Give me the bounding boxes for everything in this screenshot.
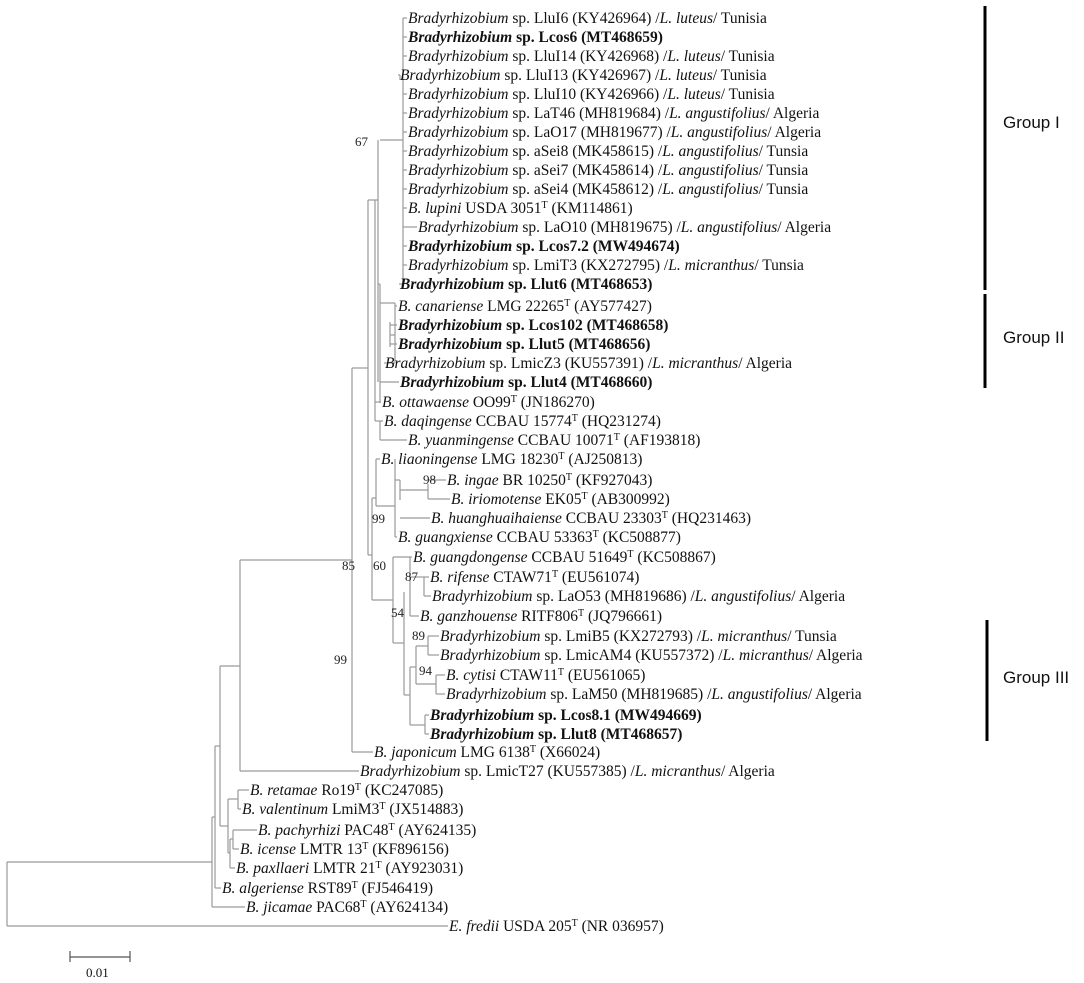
leaf-label: B. cytisi CTAW11T (EU561065) — [446, 667, 645, 685]
leaf-label: Bradyrhizobium sp. LaO17 (MH819677) /L. … — [408, 124, 821, 141]
leaf-label: B. japonicum LMG 6138T (X66024) — [374, 744, 600, 762]
group-label: Group I — [1003, 113, 1060, 132]
tree-branches — [6, 17, 450, 927]
leaf-label: Bradyrhizobium sp. LaO10 (MH819675) /L. … — [418, 219, 831, 236]
leaf-label: Bradyrhizobium sp. Llut6 (MT468653) — [399, 276, 652, 293]
group-label: Group II — [1003, 328, 1064, 347]
group-brackets: Group I Group II Group III — [983, 6, 1069, 741]
leaf-label: Bradyrhizobium sp. Lcos102 (MT468658) — [397, 317, 668, 334]
leaf-label: B. lupini USDA 3051T (KM114861) — [408, 200, 633, 218]
leaf-label: B. yuanmingense CCBAU 10071T (AF193818) — [408, 432, 700, 450]
leaf-label: Bradyrhizobium sp. Llut8 (MT468657) — [429, 726, 682, 743]
bootstrap-value: 60 — [373, 558, 386, 573]
leaf-label: B. daqingense CCBAU 15774T (HQ231274) — [384, 413, 661, 431]
leaf-label: B. algeriense RST89T (FJ546419) — [222, 880, 433, 898]
leaf-label: E. fredii USDA 205T (NR 036957) — [448, 918, 664, 936]
bootstrap-values: 67 98 99 60 85 87 54 89 94 99 — [334, 134, 436, 678]
leaf-label: Bradyrhizobium sp. LmicT27 (KU557385) /L… — [360, 763, 775, 780]
scale-bar: 0.01 — [69, 951, 131, 980]
leaf-label: Bradyrhizobium sp. LmicAM4 (KU557372) /L… — [440, 647, 863, 664]
leaf-label: B. liaoningense LMG 18230T (AJ250813) — [381, 451, 642, 469]
leaf-label: B. iriomotense EK05T (AB300992) — [451, 491, 670, 509]
leaf-label: Bradyrhizobium sp. aSei7 (MK458614) /L. … — [408, 162, 808, 179]
group-label: Group III — [1003, 668, 1069, 687]
bootstrap-value: 54 — [391, 605, 405, 620]
leaf-label: B. ganzhouense RITF806T (JQ796661) — [420, 608, 662, 626]
bootstrap-value: 99 — [372, 511, 385, 526]
leaf-label: Bradyrhizobium sp. Llut4 (MT468660) — [399, 374, 652, 391]
leaf-label: Bradyrhizobium sp. LmiB5 (KX272793) /L. … — [440, 628, 837, 645]
leaf-label: Bradyrhizobium sp. aSei4 (MK458612) /L. … — [408, 181, 808, 198]
leaf-label: Bradyrhizobium sp. LaO53 (MH819686) /L. … — [432, 588, 845, 605]
leaf-label: B. ottawaense OO99T (JN186270) — [382, 394, 595, 412]
leaf-label: Bradyrhizobium sp. Lcos8.1 (MW494669) — [429, 707, 702, 724]
bootstrap-value: 85 — [342, 558, 355, 573]
leaf-label: B. pachyrhizi PAC48T (AY624135) — [258, 822, 476, 840]
leaf-label: B. icense LMTR 13T (KF896156) — [240, 841, 449, 859]
leaf-label: Bradyrhizobium sp. LaM50 (MH819685) /L. … — [446, 686, 862, 703]
leaf-label: B. canariense LMG 22265T (AY577427) — [398, 298, 652, 316]
leaf-label: Bradyrhizobium sp. Llut5 (MT468656) — [397, 336, 650, 353]
leaf-label: Bradyrhizobium sp. Lcos6 (MT468659) — [407, 29, 663, 46]
leaf-label: Bradyrhizobium sp. LluI6 (KY426964) /L. … — [408, 10, 767, 27]
bootstrap-value: 89 — [412, 628, 425, 643]
leaf-label: B. rifense CTAW71T (EU561074) — [430, 569, 639, 587]
leaf-label: Bradyrhizobium sp. LluI13 (KY426967) /L.… — [400, 67, 767, 84]
leaf-label: B. guangxiense CCBAU 53363T (KC508877) — [398, 529, 681, 547]
leaf-label: B. jicamae PAC68T (AY624134) — [246, 899, 448, 917]
leaf-label: B. guangdongense CCBAU 51649T (KC508867) — [413, 549, 716, 567]
leaf-label: B. retamae Ro19T (KC247085) — [250, 782, 443, 800]
leaf-label: B. paxllaeri LMTR 21T (AY923031) — [236, 860, 463, 878]
leaf-label: B. ingae BR 10250T (KF927043) — [447, 472, 652, 490]
bootstrap-value: 94 — [419, 663, 433, 678]
bootstrap-value: 99 — [334, 652, 347, 667]
leaf-labels: Bradyrhizobium sp. LluI6 (KY426964) /L. … — [222, 10, 863, 935]
bootstrap-value: 98 — [423, 472, 436, 487]
leaf-label: Bradyrhizobium sp. aSei8 (MK458615) /L. … — [408, 143, 808, 160]
leaf-label: B. valentinum LmiM3T (JX514883) — [242, 801, 463, 819]
leaf-label: Bradyrhizobium sp. Lcos7.2 (MW494674) — [407, 238, 680, 255]
leaf-label: Bradyrhizobium sp. LluI10 (KY426966) /L.… — [408, 86, 775, 103]
scale-bar-label: 0.01 — [86, 965, 109, 980]
leaf-label: Bradyrhizobium sp. LmiT3 (KX272795) /L. … — [408, 257, 804, 274]
leaf-label: Bradyrhizobium sp. LaT46 (MH819684) /L. … — [408, 105, 819, 122]
bootstrap-value: 67 — [355, 134, 369, 149]
leaf-label: Bradyrhizobium sp. LmicZ3 (KU557391) /L.… — [385, 355, 792, 372]
leaf-label: Bradyrhizobium sp. LluI14 (KY426968) /L.… — [408, 48, 775, 65]
leaf-label: B. huanghuaihaiense CCBAU 23303T (HQ2314… — [431, 510, 751, 528]
bootstrap-value: 87 — [405, 569, 419, 584]
